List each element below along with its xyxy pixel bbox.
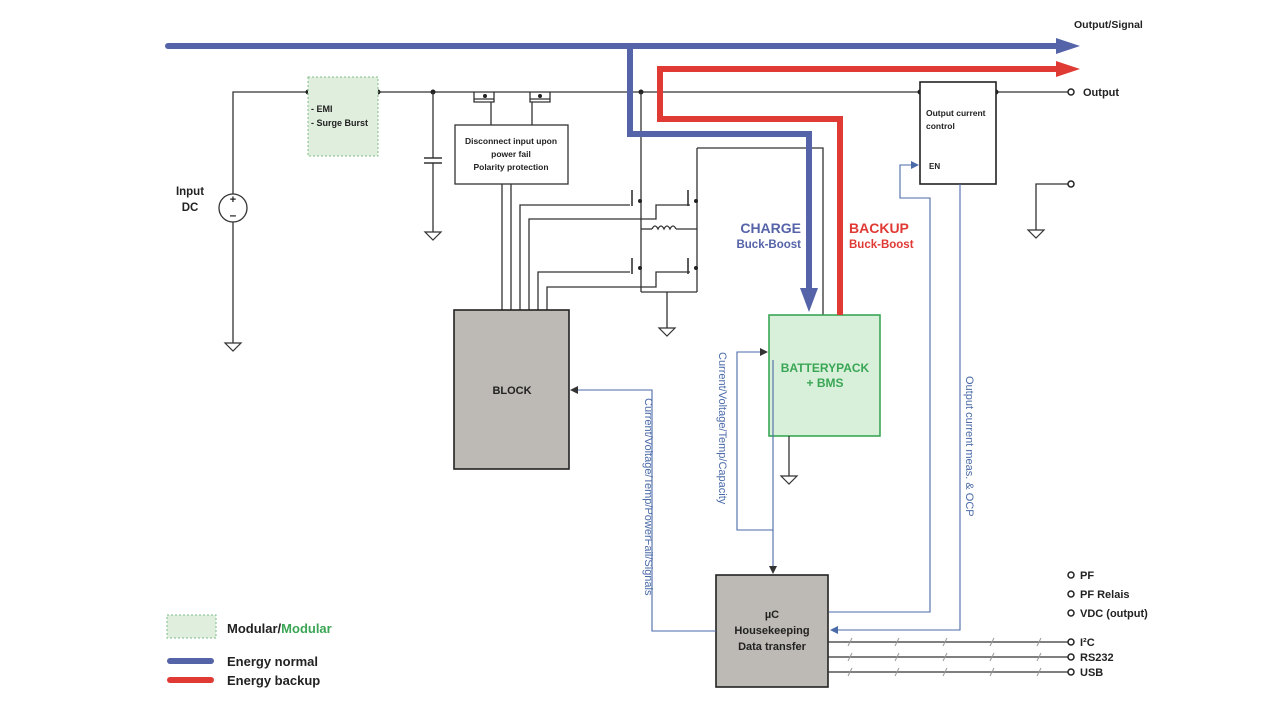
legend-modular-label: Modular/Modular	[227, 621, 332, 636]
input-capacitor	[423, 92, 443, 241]
svg-text:control: control	[926, 121, 955, 131]
legend: Modular/Modular Energy normal Energy bac…	[166, 614, 332, 688]
svg-text:µC: µC	[765, 609, 779, 621]
svg-text:- EMI: - EMI	[311, 104, 333, 114]
svg-text:DC: DC	[182, 202, 199, 214]
legend-energy-backup-label: Energy backup	[227, 673, 320, 688]
svg-text:Data transfer: Data transfer	[738, 641, 807, 653]
signal-lines	[570, 161, 961, 634]
arrow-icon	[1056, 38, 1080, 54]
terminal-icon	[1067, 180, 1075, 188]
gate-drive-lines	[501, 184, 690, 310]
mosfet-icon	[631, 258, 642, 274]
svg-text:Output current: Output current	[926, 108, 986, 118]
interface-rs232: RS232	[1080, 652, 1114, 664]
status-pf: PF	[1080, 570, 1094, 582]
microcontroller-box: µC Housekeeping Data transfer	[715, 574, 829, 688]
input-dc-source: + – Input DC	[176, 186, 248, 352]
svg-text:+: +	[230, 194, 236, 206]
svg-text:BATTERYPACK: BATTERYPACK	[781, 361, 870, 375]
status-vdc-output: VDC (output)	[1080, 608, 1148, 620]
block-box: BLOCK	[453, 309, 570, 470]
svg-text:BLOCK: BLOCK	[492, 385, 531, 397]
interface-usb: USB	[1080, 667, 1103, 679]
arrow-icon	[1056, 61, 1080, 77]
buck-boost-h-bridge	[631, 92, 824, 337]
mosfet-icon	[473, 92, 495, 125]
mosfet-icon	[631, 190, 642, 206]
terminal-icon	[1067, 638, 1075, 646]
input-dc-label: Input	[176, 186, 204, 198]
signal-label-block: Current/Voltage/Temp/PowerFail/Signals	[642, 398, 654, 596]
terminal-icon	[1067, 590, 1075, 598]
svg-text:–: –	[230, 208, 237, 222]
svg-text:+ BMS: + BMS	[806, 376, 843, 390]
svg-text:EN: EN	[929, 162, 940, 171]
output-terminals: Output Output/Signal	[1026, 19, 1143, 239]
charge-sublabel: Buck-Boost	[736, 239, 801, 251]
mosfet-icon	[529, 92, 551, 125]
interface-buses	[828, 637, 1068, 677]
emi-filter-module: - EMI - Surge Burst	[307, 76, 379, 157]
inductor-icon	[651, 225, 677, 231]
terminal-icon	[1067, 571, 1075, 579]
terminal-icon	[1067, 668, 1075, 676]
output-label: Output	[1083, 87, 1119, 99]
protection-mosfets	[473, 92, 551, 125]
svg-text:- Surge Burst: - Surge Burst	[311, 118, 368, 128]
charge-label: CHARGE	[740, 220, 801, 236]
backup-label: BACKUP	[849, 220, 909, 236]
status-pf-relais: PF Relais	[1080, 589, 1130, 601]
energy-normal-path	[165, 38, 1080, 312]
mosfet-icon	[687, 190, 698, 206]
batterypack-bms-box: BATTERYPACK + BMS	[768, 314, 881, 485]
ground-icon	[423, 231, 443, 241]
terminal-icon	[1067, 653, 1075, 661]
output-current-control-box: Output current control EN	[919, 81, 997, 185]
terminal-icon	[1067, 609, 1075, 617]
interface-i2c: I²C	[1080, 637, 1095, 649]
interface-terminals: I²C RS232 USB	[1067, 637, 1114, 679]
svg-text:Disconnect input upon: Disconnect input upon	[465, 136, 557, 146]
energy-backup-path	[657, 61, 1080, 315]
signal-label-output: Output current meas. & OCP	[963, 376, 975, 517]
signal-label-battery: Current/Voltage/Temp/Capacity	[716, 352, 728, 505]
svg-text:Housekeeping: Housekeeping	[734, 625, 809, 637]
ground-icon	[223, 342, 243, 352]
backup-sublabel: Buck-Boost	[849, 239, 914, 251]
legend-energy-normal-label: Energy normal	[227, 654, 318, 669]
svg-text:power fail: power fail	[491, 149, 531, 159]
terminal-icon	[1067, 88, 1075, 96]
output-signal-label: Output/Signal	[1074, 19, 1143, 31]
disconnect-polarity-box: Disconnect input upon power fail Polarit…	[454, 124, 569, 185]
ground-icon	[657, 327, 677, 337]
legend-modular-swatch	[166, 614, 217, 639]
mosfet-icon	[687, 258, 698, 274]
arrow-icon	[800, 288, 818, 312]
ground-icon	[1026, 229, 1046, 239]
ground-icon	[779, 475, 799, 485]
svg-text:Polarity protection: Polarity protection	[473, 162, 548, 172]
status-outputs: PF PF Relais VDC (output)	[1067, 570, 1148, 620]
